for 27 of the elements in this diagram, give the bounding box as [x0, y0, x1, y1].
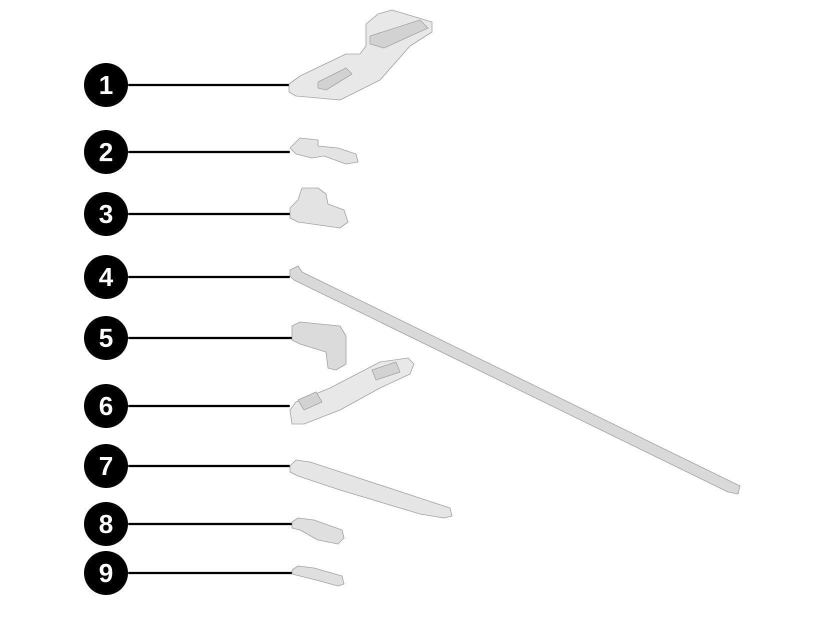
leader-line [128, 84, 289, 86]
bracket-drawing [292, 566, 344, 586]
bracket-drawing [292, 322, 346, 370]
callout-number: 6 [84, 384, 128, 428]
leader-line [128, 464, 290, 468]
callout-number: 9 [84, 551, 128, 595]
rail-drawing [290, 266, 740, 494]
leader-line [128, 522, 292, 526]
callout-number: 5 [84, 316, 128, 360]
callout-number: 2 [84, 130, 128, 174]
leader-line [128, 404, 290, 408]
leader-line [128, 276, 290, 278]
callout-number: 8 [84, 502, 128, 546]
leader-line [128, 212, 290, 216]
bracket-drawing [288, 10, 432, 100]
bracket-drawing [290, 460, 452, 518]
callout-number: 7 [84, 444, 128, 488]
leader-line [128, 572, 292, 574]
leader-line [128, 336, 292, 340]
bracket-drawing [290, 358, 414, 424]
callout-number: 3 [84, 192, 128, 236]
bracket-drawing [290, 188, 348, 228]
callout-number: 4 [84, 255, 128, 299]
callout-number: 1 [84, 63, 128, 107]
leader-line [128, 150, 290, 154]
bracket-drawing [290, 138, 358, 164]
bracket-drawing [292, 518, 344, 544]
